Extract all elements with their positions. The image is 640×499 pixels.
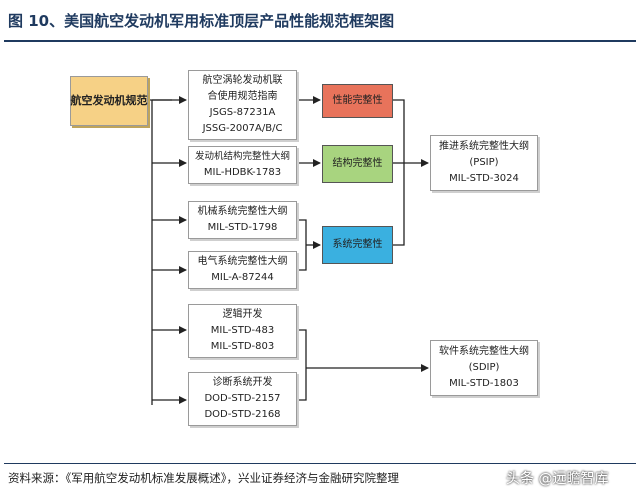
std-4-line-1: 电气系统完整性大纲 bbox=[197, 256, 288, 267]
std-box-logic-development: 逻辑开发 MIL-STD-483 MIL-STD-803 bbox=[188, 304, 297, 358]
watermark: 头条 @远瞻智库 bbox=[506, 471, 609, 487]
std-box-joint-spec: 航空涡轮发动机联 合使用规范指南 JSGS-87231A JSSG-2007A/… bbox=[188, 70, 297, 140]
output-box-psip: 推进系统完整性大纲 (PSIP) MIL-STD-3024 bbox=[430, 135, 538, 191]
sdip-line-2: (SDIP) bbox=[468, 362, 500, 373]
integrity-system-label: 系统完整性 bbox=[332, 239, 383, 250]
root-label: 航空发动机规范 bbox=[70, 94, 148, 107]
psip-line-1: 推进系统完整性大纲 bbox=[439, 141, 529, 152]
figure-title: 图 10、美国航空发动机军用标准顶层产品性能规范框架图 bbox=[8, 12, 395, 30]
std-1-line-2: 合使用规范指南 bbox=[207, 91, 278, 102]
std-2-line-2: MIL-HDBK-1783 bbox=[203, 167, 282, 178]
std-5-line-3: MIL-STD-803 bbox=[210, 341, 275, 352]
title-rule bbox=[4, 40, 636, 42]
std-4-line-2: MIL-A-87244 bbox=[211, 272, 274, 283]
integrity-structure-label: 结构完整性 bbox=[332, 158, 383, 169]
integrity-box-performance: 性能完整性 bbox=[322, 84, 393, 118]
std-1-line-1: 航空涡轮发动机联 bbox=[202, 75, 283, 86]
std-5-line-1: 逻辑开发 bbox=[222, 309, 263, 320]
std-box-diagnostic-development: 诊断系统开发 DOD-STD-2157 DOD-STD-2168 bbox=[188, 372, 297, 426]
bracket-software bbox=[297, 329, 307, 401]
output-box-sdip: 软件系统完整性大纲 (SDIP) MIL-STD-1803 bbox=[430, 340, 538, 396]
integrity-box-system: 系统完整性 bbox=[322, 226, 393, 264]
sdip-line-3: MIL-STD-1803 bbox=[449, 378, 519, 389]
bracket-integrity bbox=[393, 99, 405, 246]
std-6-line-3: DOD-STD-2168 bbox=[204, 409, 281, 420]
std-box-mechanical-integrity: 机械系统完整性大纲 MIL-STD-1798 bbox=[188, 201, 297, 239]
std-1-line-4: JSSG-2007A/B/C bbox=[202, 123, 283, 134]
std-box-electrical-integrity: 电气系统完整性大纲 MIL-A-87244 bbox=[188, 251, 297, 289]
std-3-line-2: MIL-STD-1798 bbox=[207, 222, 278, 233]
footer-rule bbox=[4, 463, 636, 464]
std-box-structural-integrity: 发动机结构完整性大纲 MIL-HDBK-1783 bbox=[188, 146, 297, 184]
std-5-line-2: MIL-STD-483 bbox=[210, 325, 275, 336]
integrity-box-structure: 结构完整性 bbox=[322, 145, 393, 183]
psip-line-3: MIL-STD-3024 bbox=[449, 173, 519, 184]
bracket-mech-elec bbox=[297, 219, 307, 271]
root-box-engine-spec: 航空发动机规范 bbox=[70, 76, 148, 126]
std-1-line-3: JSGS-87231A bbox=[209, 107, 276, 118]
std-2-line-1: 发动机结构完整性大纲 bbox=[194, 151, 290, 162]
std-3-line-1: 机械系统完整性大纲 bbox=[197, 206, 288, 217]
std-6-line-1: 诊断系统开发 bbox=[212, 377, 273, 388]
integrity-performance-label: 性能完整性 bbox=[332, 95, 383, 106]
sdip-line-1: 软件系统完整性大纲 bbox=[439, 346, 529, 357]
source-note: 资料来源：《军用航空发动机标准发展概述》，兴业证券经济与金融研究院整理 bbox=[8, 471, 399, 485]
std-6-line-2: DOD-STD-2157 bbox=[204, 393, 281, 404]
psip-line-2: (PSIP) bbox=[469, 157, 499, 168]
